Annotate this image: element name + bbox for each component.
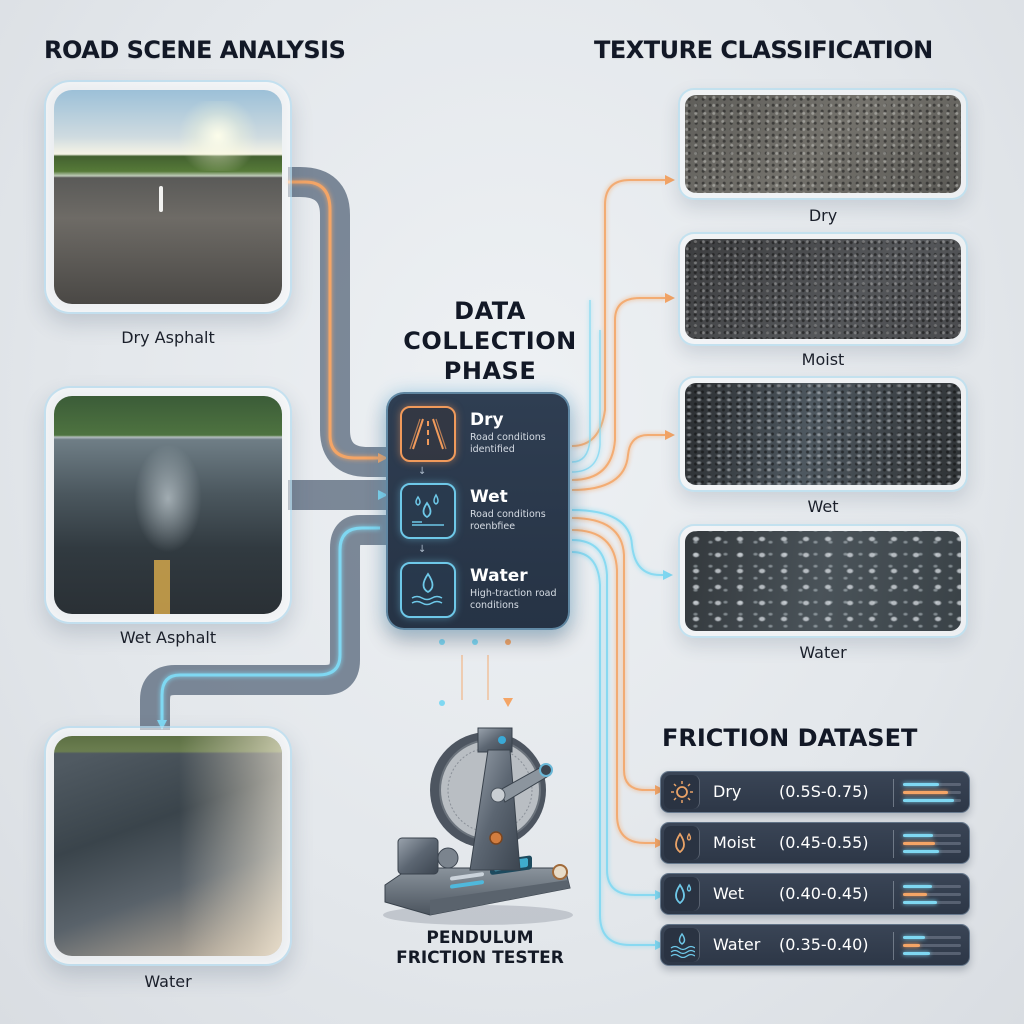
- drop-blue-icon: [664, 877, 700, 911]
- road-scene-label-dry: Dry Asphalt: [121, 328, 215, 347]
- dataset-row-range: (0.40-0.45): [779, 884, 869, 903]
- dataset-row-name: Water: [713, 935, 761, 954]
- dataset-row-bars: [903, 781, 963, 805]
- data-collection-card: Dry Road conditions identified ↓ Wet Roa…: [386, 392, 570, 630]
- dataset-row-wet: Wet (0.40-0.45): [660, 873, 970, 915]
- water-waves-icon: [664, 928, 700, 962]
- texture-label-dry: Dry: [808, 206, 838, 225]
- raindrops-icon: [400, 483, 456, 539]
- water-texture-image: [685, 531, 961, 631]
- divider: [893, 932, 894, 960]
- divider: [893, 881, 894, 909]
- wet-texture-image: [685, 383, 961, 485]
- phase-item-wet: Wet Road conditions roenbfiee: [400, 483, 565, 541]
- phase-item-desc: Road conditions roenbfiee: [470, 509, 546, 532]
- phase-item-name: Water: [470, 566, 528, 586]
- dry-road-photo: [54, 90, 282, 304]
- water-road-photo: [54, 736, 282, 956]
- dry-texture-image: [685, 95, 961, 193]
- dataset-row-name: Dry: [713, 782, 742, 801]
- dataset-row-moist: Moist (0.45-0.55): [660, 822, 970, 864]
- phase-title-line-3: PHASE: [443, 357, 537, 385]
- dataset-row-bars: [903, 934, 963, 958]
- phase-item-desc: Road conditions identified: [470, 432, 546, 455]
- divider: [893, 779, 894, 807]
- dataset-row-name: Moist: [713, 833, 756, 852]
- arrow-down-icon: ↓: [418, 466, 427, 477]
- phase-item-dry: Dry Road conditions identified: [400, 406, 565, 464]
- texture-label-wet: Wet: [807, 497, 839, 516]
- road-icon: [400, 406, 456, 462]
- tester-label-line-1: PENDULUM: [426, 928, 534, 948]
- phase-title-line-1: DATA: [454, 297, 526, 325]
- pendulum-tester-illustration: [370, 710, 580, 940]
- dataset-row-water: Water (0.35-0.40): [660, 924, 970, 966]
- phase-item-water: Water High-traction road conditions: [400, 562, 565, 620]
- phase-title-line-2: COLLECTION: [403, 327, 577, 355]
- dataset-row-name: Wet: [713, 884, 744, 903]
- texture-classification-title: TEXTURE CLASSIFICATION: [594, 36, 933, 64]
- texture-label-moist: Moist: [801, 350, 845, 369]
- road-scene-card-dry: [44, 80, 292, 314]
- texture-label-water: Water: [799, 643, 847, 662]
- pendulum-tester-icon: [383, 727, 573, 925]
- road-scene-title: ROAD SCENE ANALYSIS: [44, 36, 346, 64]
- road-scene-label-water: Water: [144, 972, 192, 991]
- dataset-row-dry: Dry (0.5S-0.75): [660, 771, 970, 813]
- road-scene-card-water: [44, 726, 292, 966]
- dataset-row-range: (0.45-0.55): [779, 833, 869, 852]
- sun-icon: [664, 775, 700, 809]
- texture-card-dry: [678, 88, 968, 200]
- texture-card-water: [678, 524, 968, 638]
- road-scene-label-wet: Wet Asphalt: [119, 628, 217, 647]
- friction-dataset-title: FRICTION DATASET: [662, 724, 918, 752]
- phase-item-desc: High-traction road conditions: [470, 588, 557, 611]
- texture-card-moist: [678, 232, 968, 346]
- data-collection-title: DATA COLLECTION PHASE: [400, 296, 580, 386]
- wet-road-photo: [54, 396, 282, 614]
- tester-label-line-2: FRICTION TESTER: [396, 948, 564, 968]
- road-scene-card-wet: [44, 386, 292, 624]
- phase-item-name: Wet: [470, 487, 508, 507]
- drop-orange-icon: [664, 826, 700, 860]
- phase-item-name: Dry: [470, 410, 504, 430]
- dataset-row-bars: [903, 832, 963, 856]
- arrow-down-icon: ↓: [418, 544, 427, 555]
- divider: [893, 830, 894, 858]
- texture-card-wet: [678, 376, 968, 492]
- dataset-row-range: (0.5S-0.75): [779, 782, 869, 801]
- dataset-row-bars: [903, 883, 963, 907]
- moist-texture-image: [685, 239, 961, 339]
- water-drop-waves-icon: [400, 562, 456, 618]
- pendulum-tester-label: PENDULUM FRICTION TESTER: [370, 928, 590, 968]
- dataset-row-range: (0.35-0.40): [779, 935, 869, 954]
